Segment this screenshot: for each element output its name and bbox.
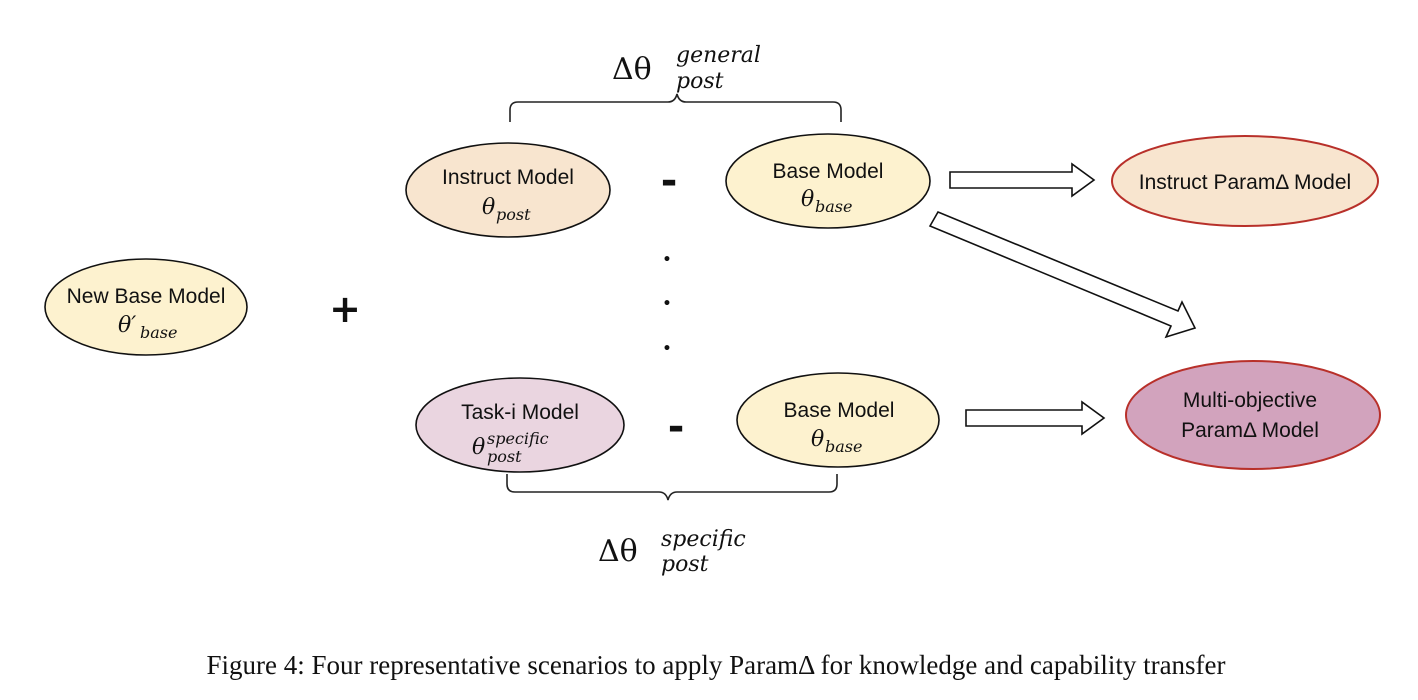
- delta-general-subscript: post: [676, 69, 724, 94]
- instruct-param-model-node: Instruct ParamΔ Model: [1111, 135, 1379, 227]
- task-model-superscript: specific: [487, 429, 549, 448]
- instruct-model-subscript: post: [496, 205, 531, 224]
- base-model-top-subscript: base: [815, 197, 852, 216]
- instruct-model-node: Instruct Model θ post: [405, 142, 611, 238]
- base-model-top-symbol: θ: [801, 187, 814, 212]
- arrow-diagonal-to-multi-objective: [928, 210, 1197, 339]
- ellipsis-dot-1: •: [663, 252, 672, 268]
- task-model-symbol: θ: [472, 435, 485, 460]
- instruct-model-symbol: θ: [482, 195, 495, 220]
- base-model-bottom-ellipse: [736, 372, 940, 468]
- instruct-param-model-ellipse: [1111, 135, 1379, 227]
- task-model-ellipse: [415, 377, 625, 473]
- arrow-to-multi-objective: [965, 400, 1106, 436]
- minus-operator-bottom: -: [668, 404, 685, 450]
- ellipsis-dot-3: •: [663, 341, 672, 357]
- instruct-param-model-label: Instruct ParamΔ Model: [1139, 171, 1351, 194]
- base-model-top-ellipse: [725, 133, 931, 229]
- base-model-top-label: Base Model: [773, 160, 884, 183]
- figure-caption: Figure 4: Four representative scenarios …: [206, 650, 1225, 680]
- task-model-subscript: post: [487, 447, 522, 466]
- task-model-label: Task-i Model: [461, 401, 579, 424]
- new-base-model-label: New Base Model: [67, 285, 226, 308]
- multi-objective-model-node: Multi-objective ParamΔ Model: [1125, 360, 1381, 470]
- delta-general-symbol: Δθ: [612, 52, 652, 87]
- new-base-model-symbol: θ′: [118, 313, 136, 338]
- base-model-bottom-label: Base Model: [784, 399, 895, 422]
- base-model-bottom-subscript: base: [825, 437, 862, 456]
- task-model-node: Task-i Model θ specific post: [415, 377, 625, 473]
- delta-specific-label: Δθ specific post: [598, 527, 746, 577]
- delta-general-label: Δθ general post: [612, 43, 761, 94]
- multi-objective-model-label-line2: ParamΔ Model: [1181, 419, 1319, 442]
- instruct-model-ellipse: [405, 142, 611, 238]
- multi-objective-model-label-line1: Multi-objective: [1183, 389, 1317, 412]
- brace-specific: [506, 474, 838, 501]
- base-model-bottom-symbol: θ: [811, 427, 824, 452]
- delta-specific-subscript: post: [661, 552, 709, 577]
- delta-general-superscript: general: [676, 43, 761, 68]
- new-base-model-subscript: base: [140, 323, 177, 342]
- new-base-model-node: New Base Model θ′ base: [44, 258, 248, 356]
- minus-operator-top: -: [661, 158, 678, 204]
- multi-objective-model-ellipse: [1125, 360, 1381, 470]
- ellipsis-dot-2: •: [663, 296, 672, 312]
- arrow-to-instruct-param: [949, 162, 1096, 198]
- plus-operator: +: [329, 287, 361, 331]
- new-base-model-ellipse: [44, 258, 248, 356]
- delta-specific-symbol: Δθ: [598, 534, 638, 569]
- base-model-top-node: Base Model θ base: [725, 133, 931, 229]
- base-model-bottom-node: Base Model θ base: [736, 372, 940, 468]
- delta-specific-superscript: specific: [661, 527, 746, 552]
- brace-general: [509, 93, 842, 122]
- instruct-model-label: Instruct Model: [442, 166, 574, 189]
